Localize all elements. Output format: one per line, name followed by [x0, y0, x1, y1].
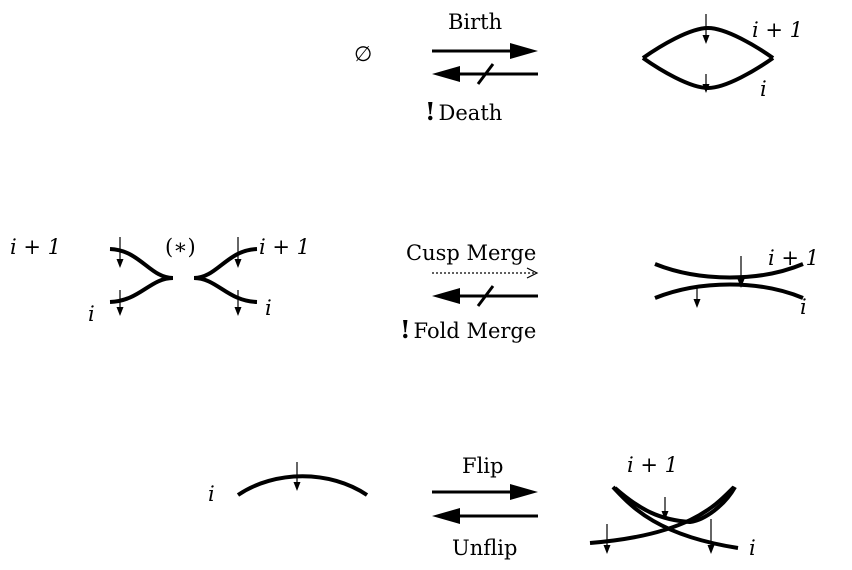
flip-arrow [432, 484, 538, 500]
left-cusp-pair [109, 237, 174, 316]
cusp-merge-label: Cusp Merge [406, 241, 537, 265]
eye-upper-label: i + 1 [752, 18, 804, 42]
merged-upper-label: i + 1 [768, 246, 820, 270]
crossing-lower-label: i [749, 536, 756, 560]
birth-label: Birth [448, 10, 503, 34]
cusp-merge-arrow-dotted [432, 267, 539, 279]
left-lower-label: i [88, 302, 95, 326]
eye-lower-label: i [760, 77, 767, 101]
empty-set-symbol: ∅ [354, 42, 373, 66]
right-cusp-upper-label: i + 1 [259, 235, 311, 259]
right-cusp-pair [193, 237, 258, 316]
death-label: !Death [425, 97, 503, 126]
unflip-arrow [432, 508, 538, 524]
right-cusp-lower-label: i [265, 296, 272, 320]
merged-strands [654, 256, 804, 308]
merged-lower-label: i [800, 295, 807, 319]
birth-arrow [432, 43, 538, 59]
death-arrow-forbidden [432, 63, 538, 85]
left-upper-label: i + 1 [10, 235, 62, 259]
single-strand-label: i [208, 482, 215, 506]
flip-label: Flip [462, 454, 504, 478]
fold-merge-label: !Fold Merge [400, 315, 537, 344]
cusp-marker: (∗) [165, 235, 196, 259]
single-strand [236, 462, 369, 497]
crossing-upper-label: i + 1 [627, 453, 679, 477]
unflip-label: Unflip [452, 536, 518, 560]
fold-merge-arrow-forbidden [432, 285, 538, 307]
birth-eye-shape [641, 14, 775, 93]
